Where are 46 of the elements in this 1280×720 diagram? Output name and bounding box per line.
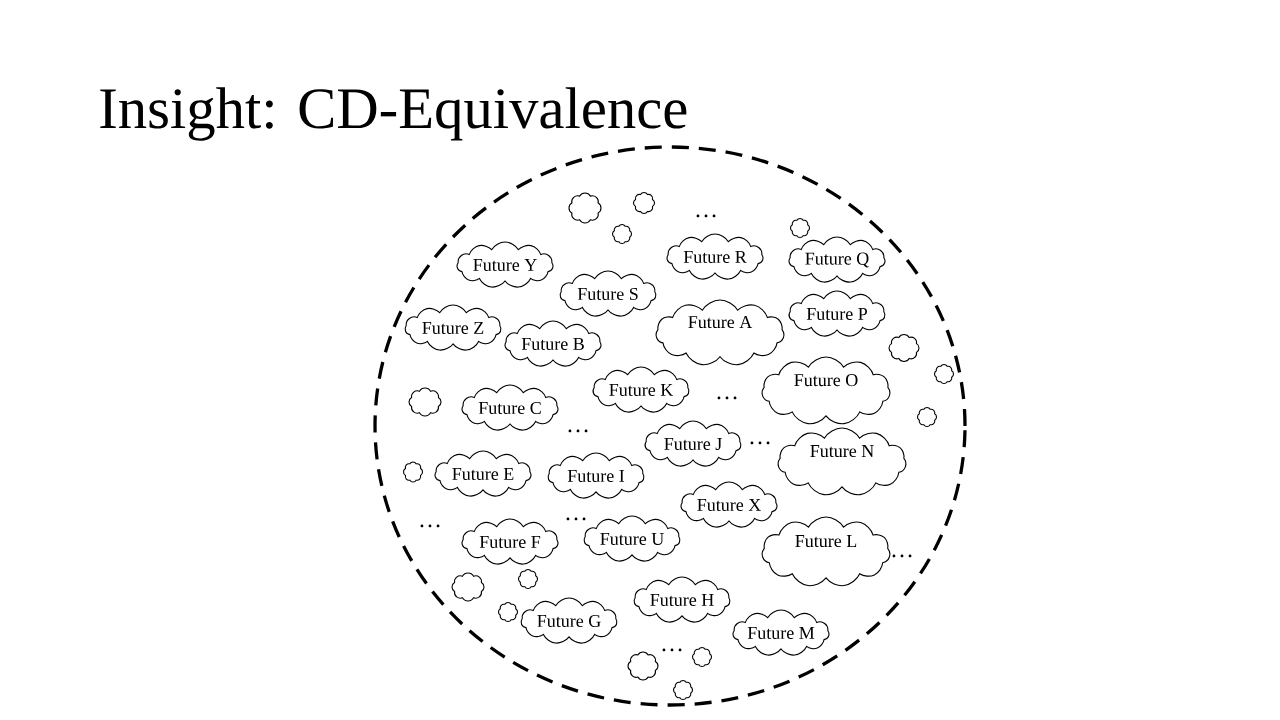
cloud: Future Y: [456, 241, 554, 288]
cloud: Future Q: [788, 236, 886, 283]
small-cloud: [691, 646, 713, 668]
small-cloud: [568, 192, 602, 224]
ellipsis: …: [750, 441, 770, 445]
small-cloud: [672, 679, 694, 701]
cloud: Future H: [633, 576, 731, 623]
ellipsis: …: [696, 214, 716, 218]
cloud: Future C: [461, 384, 559, 431]
cloud: Future I: [547, 452, 645, 499]
cloud: Future O: [761, 356, 891, 425]
ellipsis: …: [662, 648, 682, 652]
cloud: Future F: [461, 518, 559, 565]
cloud: Future P: [788, 290, 886, 337]
cloud: Future K: [592, 366, 690, 413]
cloud: Future S: [559, 270, 657, 317]
small-cloud: [789, 217, 811, 239]
cloud: Future Z: [404, 304, 502, 351]
small-cloud: [517, 568, 539, 590]
small-cloud: [402, 461, 424, 483]
cloud: Future N: [777, 427, 907, 496]
cloud: Future R: [666, 233, 764, 280]
ellipsis: …: [568, 429, 588, 433]
cloud: Future A: [655, 299, 785, 366]
ellipsis: …: [420, 524, 440, 528]
small-cloud: [888, 333, 920, 363]
small-cloud: [916, 406, 938, 428]
cloud: Future X: [680, 481, 778, 528]
ellipsis: …: [717, 396, 737, 400]
cloud: Future E: [434, 450, 532, 497]
cloud: Future L: [761, 516, 891, 587]
small-cloud: [632, 191, 656, 215]
ellipsis: …: [566, 517, 586, 521]
dashed-circle: [373, 145, 967, 707]
cloud: Future J: [644, 420, 742, 467]
small-cloud: [627, 651, 659, 681]
cloud: Future B: [504, 320, 602, 367]
slide-title: Insight: CD-Equivalence: [100, 87, 687, 141]
small-cloud: [408, 387, 442, 417]
small-cloud: [451, 572, 485, 602]
cloud: Future M: [732, 609, 830, 656]
ellipsis: …: [892, 554, 912, 558]
small-cloud: [933, 363, 955, 385]
small-cloud: [611, 223, 633, 245]
cloud: Future G: [520, 597, 618, 644]
small-cloud: [497, 601, 519, 623]
